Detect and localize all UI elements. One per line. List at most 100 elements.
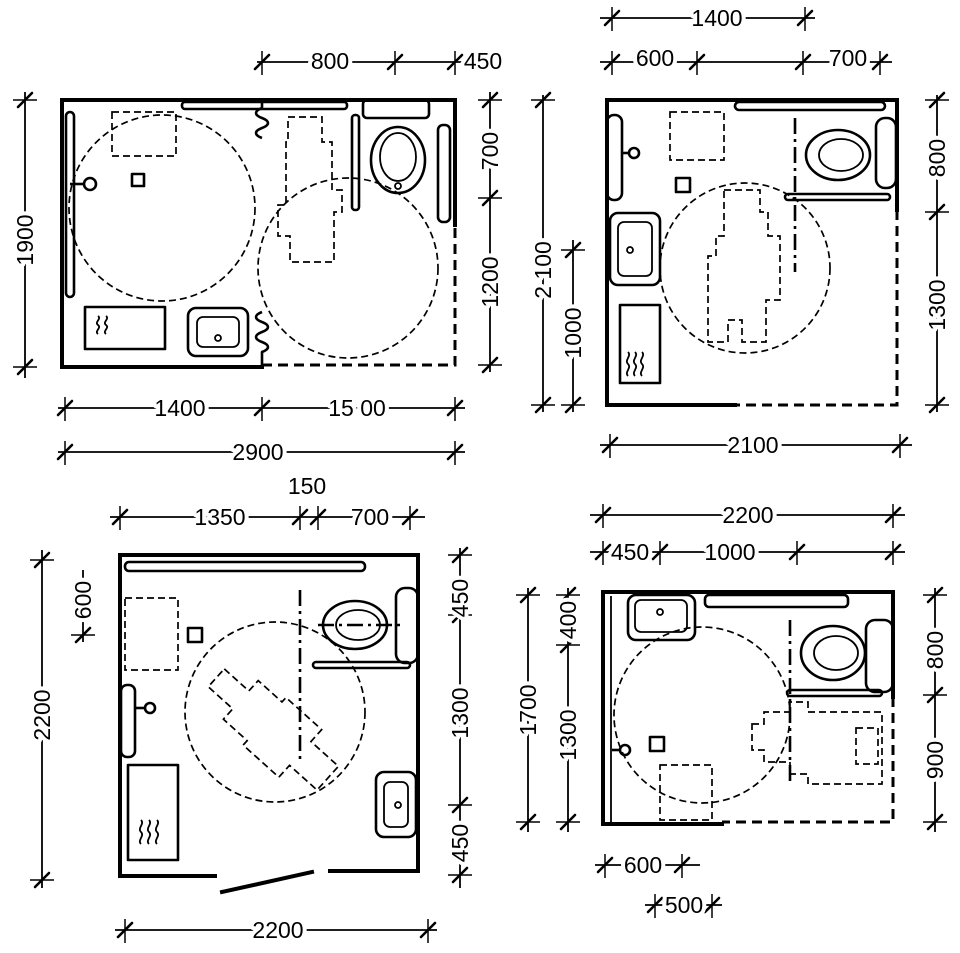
dimension-tick bbox=[796, 9, 814, 27]
dimension-label: 1300 bbox=[924, 279, 950, 330]
dimension-label: 1200 bbox=[477, 256, 503, 307]
dimension-label: 150 bbox=[288, 473, 326, 499]
dimension-tick bbox=[386, 53, 404, 71]
dimension-tick bbox=[928, 91, 946, 109]
dimension-tick bbox=[594, 543, 612, 561]
dimension-tick bbox=[451, 546, 469, 564]
dimension-tick bbox=[451, 866, 469, 884]
wall bbox=[118, 553, 420, 878]
floor-plan-1 bbox=[60, 98, 457, 369]
dimension-label: 800 bbox=[924, 139, 950, 177]
turning-circle bbox=[613, 626, 791, 804]
dimension-label: 2200 bbox=[252, 917, 303, 943]
dimension-tick bbox=[446, 443, 464, 461]
dimension-tick bbox=[601, 436, 619, 454]
drain-icon bbox=[656, 608, 664, 616]
washbasin-icon bbox=[626, 593, 697, 642]
dimension-label: 2 100 bbox=[530, 241, 556, 299]
wheelchair-outline bbox=[751, 701, 883, 785]
floor-plan-3 bbox=[118, 553, 420, 895]
toilet-icon bbox=[799, 624, 867, 682]
door-leaf bbox=[219, 869, 315, 895]
grab-bar bbox=[311, 660, 412, 670]
dimension-label: 1300 bbox=[447, 687, 473, 738]
wheelchair-outline bbox=[277, 116, 343, 263]
dimension-label: 900 bbox=[922, 741, 948, 779]
dimension-tick bbox=[703, 896, 721, 914]
dimension-tick bbox=[884, 506, 902, 524]
dimension-tick bbox=[788, 543, 806, 561]
washbasin-bowl bbox=[383, 781, 409, 828]
wall bbox=[60, 98, 457, 369]
grab-bar bbox=[605, 113, 624, 202]
washbasin-bowl bbox=[634, 599, 688, 633]
dimension-tick bbox=[446, 53, 464, 71]
open-side-dashed bbox=[735, 210, 899, 407]
grab-bar bbox=[783, 192, 892, 202]
soap-dish-icon bbox=[186, 626, 204, 644]
dimension-tick bbox=[926, 586, 944, 604]
radiator bbox=[126, 763, 180, 862]
dimension-label: 600 bbox=[636, 45, 674, 71]
dimension-tick bbox=[926, 813, 944, 831]
dimension-label: 2100 bbox=[727, 432, 778, 458]
dimension-label: 450 bbox=[447, 579, 473, 617]
dimension-tick bbox=[419, 921, 437, 939]
radiator-symbol-icon bbox=[95, 315, 109, 335]
soap-dish-icon bbox=[648, 735, 666, 753]
soap-dish-icon bbox=[674, 176, 692, 194]
dimension-tick bbox=[534, 91, 552, 109]
folding-seat-outline bbox=[659, 764, 713, 821]
curtain-icon bbox=[254, 310, 270, 367]
dimension-tick bbox=[673, 856, 691, 874]
dimension-label: 1350 bbox=[194, 504, 245, 530]
dimension-label: 1000 bbox=[560, 307, 586, 358]
drain-icon bbox=[626, 246, 634, 254]
dimension-label: 800 bbox=[311, 48, 349, 74]
washbasin-bowl bbox=[196, 316, 240, 348]
toilet-cistern bbox=[874, 116, 898, 190]
dimension-tick bbox=[116, 921, 134, 939]
wheelchair-seat-outline bbox=[855, 727, 879, 765]
dimension-label: 450 bbox=[447, 824, 473, 862]
grab-bar bbox=[703, 593, 850, 609]
dimension-tick bbox=[16, 91, 34, 109]
turning-circle bbox=[257, 177, 439, 359]
toilet-cistern bbox=[361, 98, 431, 120]
open-side-dashed bbox=[722, 697, 895, 824]
floor-plan-4 bbox=[601, 590, 895, 826]
dimension-label: 450 bbox=[611, 539, 649, 565]
grab-bar bbox=[119, 683, 137, 759]
shower-head-icon bbox=[82, 176, 98, 192]
dimension-tick bbox=[74, 626, 92, 644]
radiator bbox=[83, 305, 167, 351]
dimension-tick bbox=[111, 508, 129, 526]
dimension-tick bbox=[646, 896, 664, 914]
dimension-label: 1000 bbox=[704, 539, 755, 565]
grab-bar bbox=[733, 100, 887, 112]
dimension-label: 700 bbox=[477, 132, 503, 170]
drain-icon bbox=[394, 801, 402, 809]
open-side-dashed bbox=[262, 225, 457, 367]
toilet-cistern bbox=[864, 618, 895, 694]
dimension-tick bbox=[481, 356, 499, 374]
dimension-tick bbox=[559, 636, 577, 654]
radiator-symbol-icon bbox=[625, 351, 645, 377]
wall bbox=[605, 98, 899, 407]
dimension-label: 700 bbox=[351, 504, 389, 530]
wheelchair-outline bbox=[707, 189, 781, 343]
dimension-tick bbox=[794, 53, 812, 71]
dimension-tick bbox=[926, 686, 944, 704]
dimension-label: 1700 bbox=[515, 684, 541, 735]
toilet-outlet bbox=[394, 182, 402, 190]
dimension-tick bbox=[309, 508, 327, 526]
dimension-label: 1300 bbox=[555, 709, 581, 760]
dimension-tick bbox=[451, 606, 469, 624]
dimension-label: 2200 bbox=[29, 689, 55, 740]
folding-seat-outline bbox=[124, 597, 179, 671]
dimension-tick bbox=[291, 508, 309, 526]
dimension-tick bbox=[928, 396, 946, 414]
dimension-tick bbox=[928, 203, 946, 221]
dimension-tick bbox=[603, 53, 621, 71]
